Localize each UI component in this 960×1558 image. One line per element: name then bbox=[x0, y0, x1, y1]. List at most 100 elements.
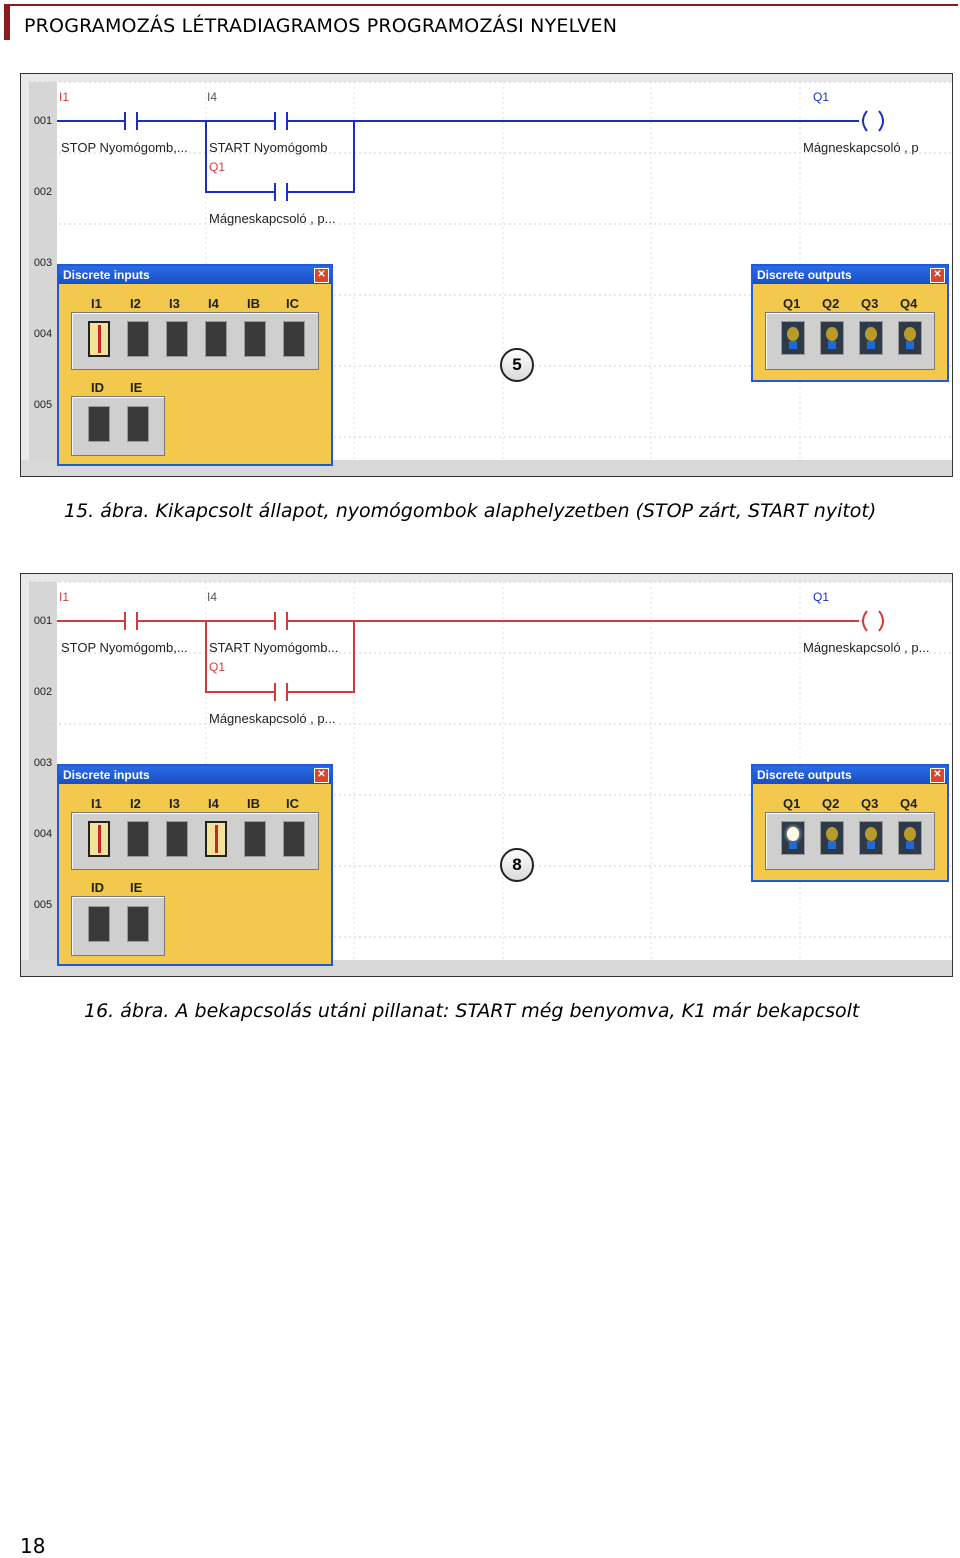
close-icon[interactable]: ✕ bbox=[930, 768, 945, 783]
ladder-label-c1_addr: I1 bbox=[59, 590, 70, 604]
input-switch-i2[interactable] bbox=[127, 821, 149, 857]
output-label: Q4 bbox=[900, 296, 918, 311]
bulb-icon bbox=[865, 327, 877, 341]
ladder-label-c2_addr: I4 bbox=[207, 590, 218, 604]
bulb-base bbox=[906, 341, 914, 349]
row-gutter bbox=[29, 82, 57, 476]
page-number: 18 bbox=[20, 1534, 46, 1558]
figure-caption-15: 15. ábra. Kikapcsolt állapot, nyomógombo… bbox=[64, 500, 877, 522]
bulb-icon bbox=[904, 327, 916, 341]
bulb-base bbox=[789, 841, 797, 849]
header-title: PROGRAMOZÁS LÉTRADIAGRAMOS PROGRAMOZÁSI … bbox=[24, 15, 618, 37]
row-number: 001 bbox=[33, 115, 53, 127]
input-label: ID bbox=[91, 880, 104, 895]
input-switch-i2[interactable] bbox=[127, 321, 149, 357]
input-switch-ie[interactable] bbox=[127, 406, 149, 442]
input-label: IC bbox=[286, 296, 299, 311]
row-number: 005 bbox=[33, 899, 53, 911]
row-gutter bbox=[29, 582, 57, 976]
input-switch-ic[interactable] bbox=[283, 321, 305, 357]
output-lamp-q1 bbox=[781, 821, 805, 855]
close-icon[interactable]: ✕ bbox=[930, 268, 945, 283]
panel-title: Discrete outputs ✕ bbox=[753, 266, 947, 284]
close-icon[interactable]: ✕ bbox=[314, 768, 329, 783]
panel-title: Discrete outputs✕ bbox=[753, 766, 947, 784]
switch-tray bbox=[71, 312, 319, 370]
input-switch-ib[interactable] bbox=[244, 321, 266, 357]
input-switch-ie[interactable] bbox=[127, 906, 149, 942]
coil-q1 bbox=[859, 610, 887, 632]
ladder-label-c2_label: START Nyomógomb bbox=[209, 140, 328, 155]
input-label: ID bbox=[91, 380, 104, 395]
contact-q1 bbox=[274, 683, 288, 701]
input-switch-id[interactable] bbox=[88, 406, 110, 442]
output-lamp-q1 bbox=[781, 321, 805, 355]
input-switch-ib[interactable] bbox=[244, 821, 266, 857]
close-icon[interactable]: ✕ bbox=[314, 268, 329, 283]
output-label: Q1 bbox=[783, 296, 801, 311]
contact-i1 bbox=[124, 112, 138, 130]
figure-caption-16: 16. ábra. A bekapcsolás utáni pillanat: … bbox=[84, 1000, 860, 1022]
input-label: I1 bbox=[91, 296, 102, 311]
contact-i4 bbox=[274, 612, 288, 630]
input-switch-i1[interactable] bbox=[88, 821, 110, 857]
input-switch-i4[interactable] bbox=[205, 821, 227, 857]
bulb-icon bbox=[787, 827, 799, 841]
switch-tray bbox=[71, 896, 165, 956]
input-label: IC bbox=[286, 796, 299, 811]
ladder-label-coil_addr: Q1 bbox=[813, 90, 830, 104]
input-switch-ic[interactable] bbox=[283, 821, 305, 857]
ladder-label-coil_label: Mágneskapcsoló , p bbox=[803, 140, 919, 155]
input-switch-i3[interactable] bbox=[166, 321, 188, 357]
bulb-base bbox=[828, 341, 836, 349]
output-lamp-q4 bbox=[898, 821, 922, 855]
input-switch-i1[interactable] bbox=[88, 321, 110, 357]
output-label: Q2 bbox=[822, 796, 840, 811]
branch-wire bbox=[287, 121, 355, 193]
input-label: IB bbox=[247, 296, 260, 311]
step-badge: 8 bbox=[500, 848, 534, 882]
ladder-label-c1_addr: I1 bbox=[59, 90, 70, 104]
output-label: Q3 bbox=[861, 796, 879, 811]
row-number: 003 bbox=[33, 257, 53, 269]
switch-tray bbox=[71, 396, 165, 456]
branch-wire bbox=[287, 621, 355, 693]
input-label: I4 bbox=[208, 796, 219, 811]
output-label: Q1 bbox=[783, 796, 801, 811]
bulb-icon bbox=[787, 327, 799, 341]
switch-tray bbox=[71, 812, 319, 870]
contact-i4 bbox=[274, 112, 288, 130]
inputs-title: Discrete inputs bbox=[63, 268, 150, 282]
output-lamp-q2 bbox=[820, 821, 844, 855]
input-switch-i4[interactable] bbox=[205, 321, 227, 357]
output-label: Q2 bbox=[822, 296, 840, 311]
coil-q1 bbox=[859, 110, 887, 132]
row-number: 001 bbox=[33, 615, 53, 627]
ladder-label-coil_label: Mágneskapcsoló , p... bbox=[803, 640, 930, 655]
row-number: 005 bbox=[33, 399, 53, 411]
ladder-label-c1_label: STOP Nyomógomb,... bbox=[61, 640, 188, 655]
ladder-label-c2_label: START Nyomógomb... bbox=[209, 640, 339, 655]
discrete-outputs-panel: Discrete outputs ✕ Q1 Q2 Q3 Q4 bbox=[751, 264, 949, 382]
row-number: 004 bbox=[33, 328, 53, 340]
contact-i1 bbox=[124, 612, 138, 630]
output-label: Q3 bbox=[861, 296, 879, 311]
outputs-title: Discrete outputs bbox=[757, 268, 852, 282]
inputs-title: Discrete inputs bbox=[63, 768, 150, 782]
ladder-label-c3_addr: Q1 bbox=[209, 660, 226, 674]
output-lamp-q2 bbox=[820, 321, 844, 355]
branch-wire bbox=[205, 621, 275, 693]
branch-wire bbox=[205, 121, 275, 193]
bulb-icon bbox=[865, 827, 877, 841]
page-header: PROGRAMOZÁS LÉTRADIAGRAMOS PROGRAMOZÁSI … bbox=[4, 4, 958, 40]
bulb-icon bbox=[826, 827, 838, 841]
panel-title: Discrete inputs ✕ bbox=[59, 766, 331, 784]
input-switch-id[interactable] bbox=[88, 906, 110, 942]
row-number: 002 bbox=[33, 686, 53, 698]
ladder-label-c1_label: STOP Nyomógomb,... bbox=[61, 140, 188, 155]
bulb-base bbox=[906, 841, 914, 849]
input-switch-i3[interactable] bbox=[166, 821, 188, 857]
